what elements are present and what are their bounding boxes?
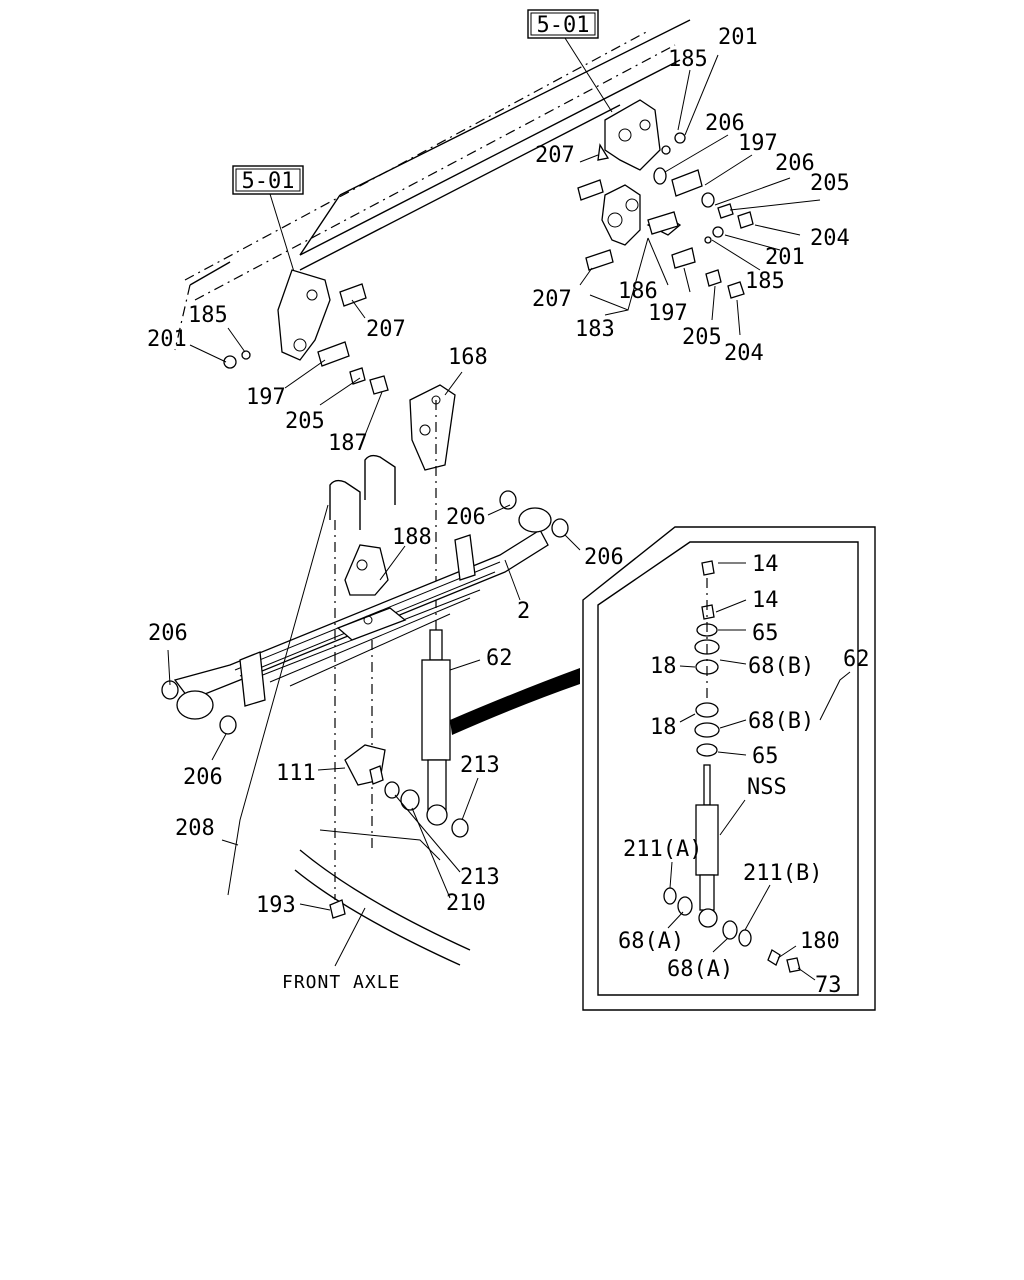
label-193: 193 [256, 893, 296, 918]
label-73: 73 [815, 973, 842, 998]
label-206: 206 [584, 545, 624, 570]
label-180: 180 [800, 929, 840, 954]
chassis-frame [174, 19, 691, 351]
label-211b: 211(B) [743, 861, 822, 886]
label-14: 14 [752, 588, 779, 613]
label-183: 183 [575, 317, 615, 342]
label-65: 65 [752, 744, 779, 769]
label-204: 204 [810, 226, 850, 251]
front-hanger-bracket [223, 269, 389, 395]
label-197: 197 [648, 301, 688, 326]
washers-206 [161, 490, 569, 735]
label-185: 185 [668, 47, 708, 72]
label-111: 111 [276, 761, 316, 786]
label-205: 205 [285, 409, 325, 434]
label-68b: 68(B) [748, 654, 814, 679]
inset-frame [582, 526, 876, 1011]
label-213: 213 [460, 753, 500, 778]
label-204: 204 [724, 341, 764, 366]
label-14: 14 [752, 552, 779, 577]
label-188: 188 [392, 525, 432, 550]
part-labels: 201 185 206 197 206 205 204 207 201 185 … [147, 25, 870, 998]
shock-absorber [421, 629, 580, 826]
label-205: 205 [810, 171, 850, 196]
label-206: 206 [775, 151, 815, 176]
label-168: 168 [448, 345, 488, 370]
label-206: 206 [705, 111, 745, 136]
caption-front-axle: FRONT AXLE [282, 972, 400, 993]
label-62: 62 [486, 646, 513, 671]
label-211a: 211(A) [623, 837, 702, 862]
label-68a: 68(A) [667, 957, 733, 982]
label-205: 205 [682, 325, 722, 350]
label-nss: NSS [747, 775, 787, 800]
leaf-spring [173, 507, 552, 900]
label-208: 208 [175, 816, 215, 841]
label-207: 207 [532, 287, 572, 312]
label-207: 207 [366, 317, 406, 342]
rear-hanger-bracket [597, 99, 661, 171]
rear-small-parts [577, 132, 754, 299]
section-ref-top[interactable]: 5-01 [527, 9, 613, 113]
label-201: 201 [718, 25, 758, 50]
label-210: 210 [446, 891, 486, 916]
label-186: 186 [618, 279, 658, 304]
label-18: 18 [650, 715, 677, 740]
section-ref-left-text: 5-01 [242, 169, 295, 194]
section-ref-top-text: 5-01 [537, 13, 590, 38]
label-206: 206 [446, 505, 486, 530]
label-207: 207 [535, 143, 575, 168]
label-185: 185 [745, 269, 785, 294]
front-axle [294, 829, 471, 966]
label-206: 206 [148, 621, 188, 646]
label-62: 62 [843, 647, 870, 672]
label-197: 197 [246, 385, 286, 410]
leader-lines [167, 54, 821, 967]
u-bolts [329, 454, 396, 530]
label-68a: 68(A) [618, 929, 684, 954]
bump-stopper [344, 544, 389, 596]
label-65: 65 [752, 621, 779, 646]
label-185: 185 [188, 303, 228, 328]
label-201: 201 [147, 327, 187, 352]
label-206: 206 [183, 765, 223, 790]
label-213: 213 [460, 865, 500, 890]
lower-bracket [344, 744, 469, 838]
label-187: 187 [328, 431, 368, 456]
label-201: 201 [765, 245, 805, 270]
label-197: 197 [738, 131, 778, 156]
label-2: 2 [517, 599, 530, 624]
section-ref-left[interactable]: 5-01 [232, 165, 304, 276]
label-68b: 68(B) [748, 709, 814, 734]
label-18: 18 [650, 654, 677, 679]
inset-parts [663, 560, 851, 981]
